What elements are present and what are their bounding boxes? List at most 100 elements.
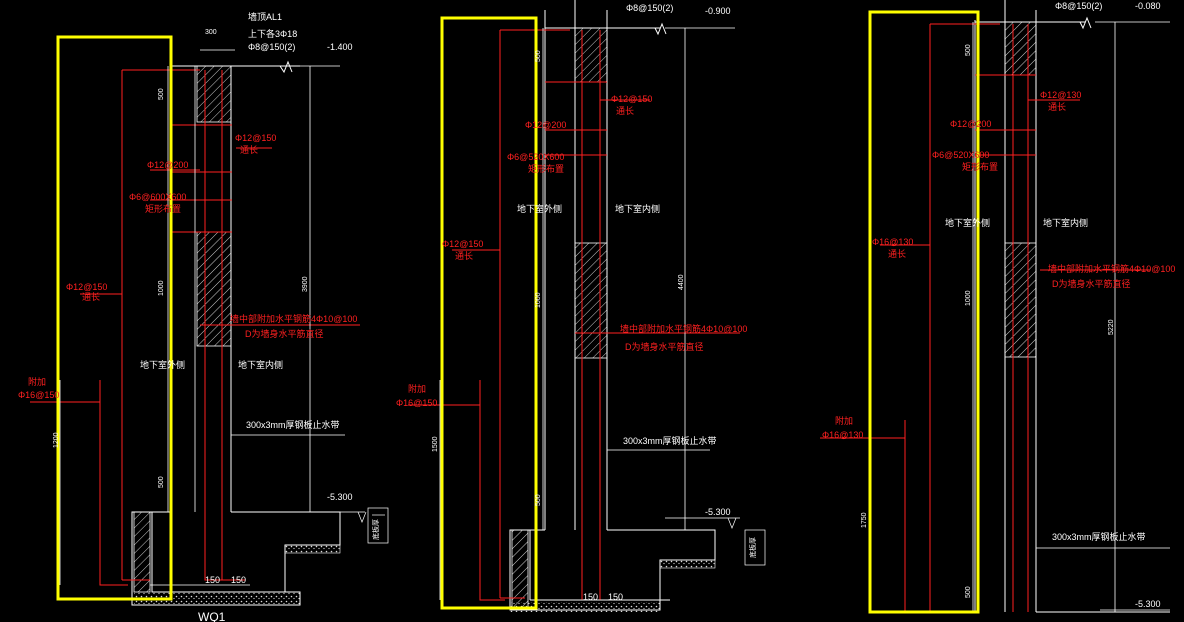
outer-vertical-bar: Φ12@150 <box>442 239 483 249</box>
dim-mid: 1000 <box>535 292 542 308</box>
outer-side-label: 地下室外侧 <box>517 203 562 214</box>
mid-hatch-middle <box>574 242 608 359</box>
add-bar: Φ16@150 <box>396 398 437 408</box>
inner-vertical-bar: Φ12@130 <box>1040 90 1081 100</box>
beam-hatch-right <box>1004 21 1037 76</box>
dim-total: 5220 <box>1108 319 1115 335</box>
add-bar: Φ16@150 <box>18 390 59 400</box>
tie-bar: Φ6@600X600 <box>129 192 186 202</box>
outer-vertical-bar: Φ12@150 <box>66 282 107 292</box>
labels-middle: Φ8@150(2) -0.900 -5.300 500 1000 500 440… <box>396 3 757 602</box>
labels-right: Φ8@150(2) -0.080 -5.300 500 1000 500 522… <box>822 1 1175 609</box>
beam-bars: 上下各3Φ18 <box>248 28 297 39</box>
dim-left-total: 1200 <box>53 432 60 448</box>
dim-150-b: 150 <box>231 575 246 585</box>
red-note-2: D为墙身水平筋直径 <box>625 341 704 352</box>
dim-mid: 1000 <box>965 290 972 306</box>
inner-vertical-note: 通长 <box>240 144 258 155</box>
dim-top: 500 <box>158 88 165 100</box>
dim-150-a: 150 <box>583 592 598 602</box>
inner-vertical-note: 通长 <box>1048 101 1066 112</box>
mid-hatch-left <box>196 231 232 347</box>
inner-vertical-bar: Φ12@150 <box>611 94 652 104</box>
waterstop-label: 300x3mm厚钢板止水带 <box>623 435 717 446</box>
outer-side-label: 地下室外侧 <box>945 217 990 228</box>
tie-note: 矩形布置 <box>145 203 181 214</box>
waterstop-label: 300x3mm厚钢板止水带 <box>246 419 340 430</box>
dim-top: 500 <box>535 50 542 62</box>
beam-stirrup: Φ8@150(2) <box>626 3 673 13</box>
break-symbol-left <box>357 507 389 544</box>
tie-bar: Φ6@520X600 <box>932 150 989 160</box>
dim-mid: 1000 <box>158 280 165 296</box>
dim-150-b: 150 <box>608 592 623 602</box>
top-elevation: -0.900 <box>705 6 731 16</box>
top-elevation: -1.400 <box>327 42 353 52</box>
red-note-1: 墙中部附加水平钢筋4Φ10@100 <box>1048 263 1175 274</box>
red-note-2: D为墙身水平筋直径 <box>1052 278 1131 289</box>
inner-side-label: 地下室内侧 <box>238 359 283 370</box>
base-dots-middle <box>510 602 660 612</box>
top-elevation: -0.080 <box>1135 1 1161 11</box>
add-bar: Φ16@130 <box>822 430 863 440</box>
add-note: 附加 <box>28 376 46 387</box>
dims-left <box>59 49 365 586</box>
tie-note: 矩形布置 <box>528 163 564 174</box>
dim-bottom: 500 <box>965 586 972 598</box>
horizontal-bar: Φ12@200 <box>950 119 991 129</box>
break-symbol-middle <box>727 517 766 566</box>
outer-vertical-note: 通长 <box>455 250 473 261</box>
bottom-elevation: -5.300 <box>705 507 731 517</box>
red-note-1: 墙中部附加水平钢筋4Φ10@100 <box>230 313 357 324</box>
red-note-1: 墙中部附加水平钢筋4Φ10@100 <box>620 323 747 334</box>
dim-bottom: 500 <box>535 494 542 506</box>
soil-label: 底板厚 <box>371 519 380 540</box>
rebar-middle <box>408 29 740 601</box>
bottom-elevation: -5.300 <box>1135 599 1161 609</box>
highlight-box-left[interactable] <box>56 35 173 601</box>
highlight-box-middle[interactable] <box>440 16 538 610</box>
slab-dots-left <box>284 544 341 554</box>
tie-bar: Φ6@520X600 <box>507 152 564 162</box>
wall-section-right <box>820 0 1170 613</box>
wall-section-left <box>30 49 389 606</box>
horizontal-bar: Φ12@200 <box>147 160 188 170</box>
beam-label: 墙顶AL1 <box>248 11 282 22</box>
soil-label: 底板厚 <box>748 537 757 558</box>
mid-hatch-right <box>1004 242 1037 358</box>
drawing-title: WQ1 <box>198 610 226 622</box>
tie-note: 矩形布置 <box>962 161 998 172</box>
highlight-box-right[interactable] <box>868 10 980 614</box>
wall-width: 300 <box>205 29 217 36</box>
dim-left-total: 1750 <box>861 512 868 528</box>
wall-section-middle <box>408 0 766 612</box>
dim-total: 4400 <box>678 274 685 290</box>
dim-top: 500 <box>965 44 972 56</box>
dim-left-total: 1500 <box>432 436 439 452</box>
inner-side-label: 地下室内侧 <box>1043 217 1088 228</box>
base-dots-left <box>134 592 300 604</box>
inner-side-label: 地下室内侧 <box>615 203 660 214</box>
red-note-2: D为墙身水平筋直径 <box>245 328 324 339</box>
bottom-elevation: -5.300 <box>327 492 353 502</box>
outer-vertical-note: 通长 <box>888 248 906 259</box>
beam-hatch-middle <box>574 27 608 83</box>
dim-150-a: 150 <box>205 575 220 585</box>
beam-stirrup: Φ8@150(2) <box>248 42 295 52</box>
waterstop-label: 300x3mm厚钢板止水带 <box>1052 531 1146 542</box>
outer-vertical-note: 通长 <box>82 291 100 302</box>
dim-total: 3900 <box>302 276 309 292</box>
dims-middle <box>439 27 740 601</box>
outer-vertical-bar: Φ16@130 <box>872 237 913 247</box>
inner-vertical-bar: Φ12@150 <box>235 133 276 143</box>
inner-vertical-note: 通长 <box>616 105 634 116</box>
beam-hatch-left <box>196 65 232 123</box>
dim-bottom: 500 <box>158 476 165 488</box>
slab-dots-middle <box>659 559 716 569</box>
add-note: 附加 <box>408 383 426 394</box>
outer-side-label: 地下室外侧 <box>140 359 185 370</box>
beam-stirrup: Φ8@150(2) <box>1055 1 1102 11</box>
rebar-left <box>30 69 360 586</box>
rebar-right <box>820 23 1150 612</box>
